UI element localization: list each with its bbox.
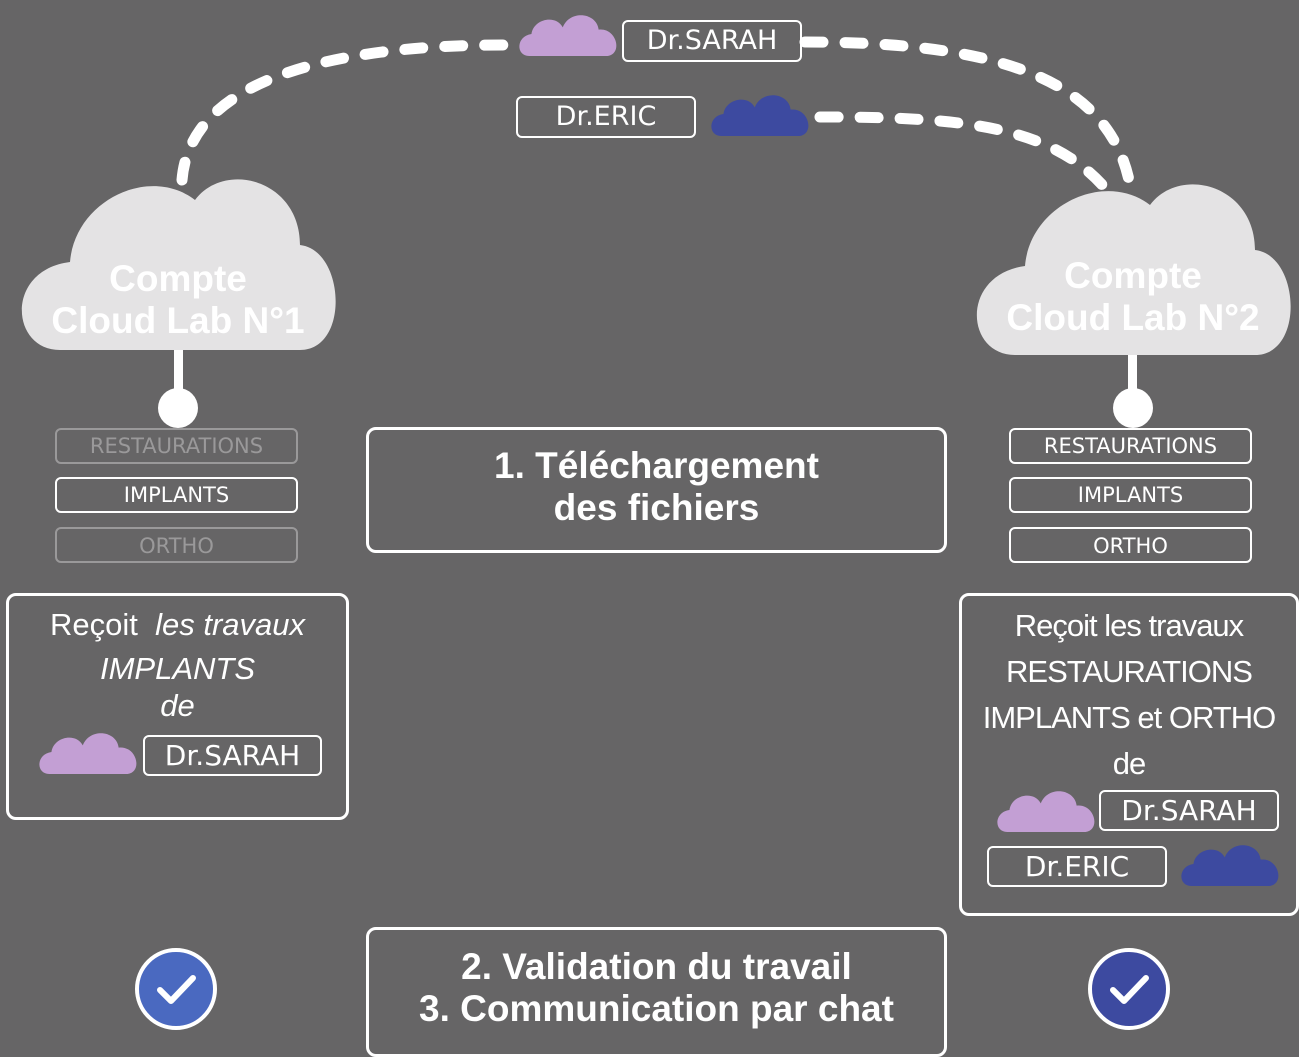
lab2-receive-box — [959, 593, 1299, 916]
step3-line: 3. Communication par chat — [419, 988, 894, 1029]
lab2-title-line2: Cloud Lab N°2 — [1006, 297, 1260, 338]
lab2-receive-line4: de — [1112, 746, 1146, 781]
lab1-check-icon — [135, 948, 217, 1030]
lab2-category-restaurations: RESTAURATIONS — [1009, 428, 1252, 464]
eric-label-top: Dr.ERIC — [516, 96, 696, 138]
lab1-receive-line2: IMPLANTS — [99, 651, 256, 686]
lab2-receive-text: Reçoit les travaux RESTAURATIONS IMPLANT… — [959, 603, 1299, 787]
lab1-receive-line3: de — [160, 688, 195, 723]
lab2-sarah-label: Dr.SARAH — [1099, 790, 1279, 831]
lab1-title-line2: Cloud Lab N°1 — [51, 300, 305, 341]
lab1-category-implants: IMPLANTS — [55, 477, 298, 513]
lab1-dot — [158, 388, 198, 428]
step1-line2: des fichiers — [553, 487, 760, 528]
step2-line: 2. Validation du travail — [461, 946, 852, 987]
dashed-link-eric — [814, 111, 1111, 194]
lab1-sarah-label: Dr.SARAH — [143, 735, 322, 776]
lab2-receive-line2: RESTAURATIONS — [1006, 654, 1253, 689]
lab1-cloud-shape — [21, 179, 336, 350]
step1-line1: 1. Téléchargement — [494, 445, 819, 486]
lab1-category-restaurations: RESTAURATIONS — [55, 428, 298, 464]
sarah-cloud-icon — [519, 15, 617, 57]
lab1-receive-text: Reçoit les travaux IMPLANTS de — [6, 603, 349, 721]
lab2-stem — [1128, 355, 1137, 395]
lab2-category-ortho: ORTHO — [1009, 527, 1252, 563]
lab2-receive-line3: IMPLANTS et ORTHO — [982, 700, 1277, 735]
eric-cloud-icon — [711, 95, 809, 136]
lab1-category-ortho: ORTHO — [55, 527, 298, 563]
lab2-title: Compte Cloud Lab N°2 — [955, 255, 1299, 339]
lab2-eric-label: Dr.ERIC — [987, 846, 1167, 887]
step2-text: 2. Validation du travail 3. Communicatio… — [366, 946, 947, 1030]
sarah-label-top: Dr.SARAH — [622, 20, 802, 62]
lab1-title-line1: Compte — [109, 258, 247, 299]
lab2-receive-line1: Reçoit les travaux — [1014, 608, 1244, 643]
lab1-receive-box — [6, 593, 349, 820]
lab2-dot — [1113, 388, 1153, 428]
lab2-check-icon — [1088, 948, 1170, 1030]
lab2-title-line1: Compte — [1064, 255, 1202, 296]
lab2-cloud-shape — [976, 184, 1291, 355]
dashed-link-sarah — [176, 36, 1136, 191]
step1-text: 1. Téléchargement des fichiers — [366, 445, 947, 529]
step1-box — [366, 427, 947, 553]
lab1-title: Compte Cloud Lab N°1 — [0, 258, 356, 342]
lab1-stem — [174, 350, 183, 395]
lab1-receive-line1: Reçoit les travaux — [49, 607, 305, 642]
lab2-category-implants: IMPLANTS — [1009, 477, 1252, 513]
